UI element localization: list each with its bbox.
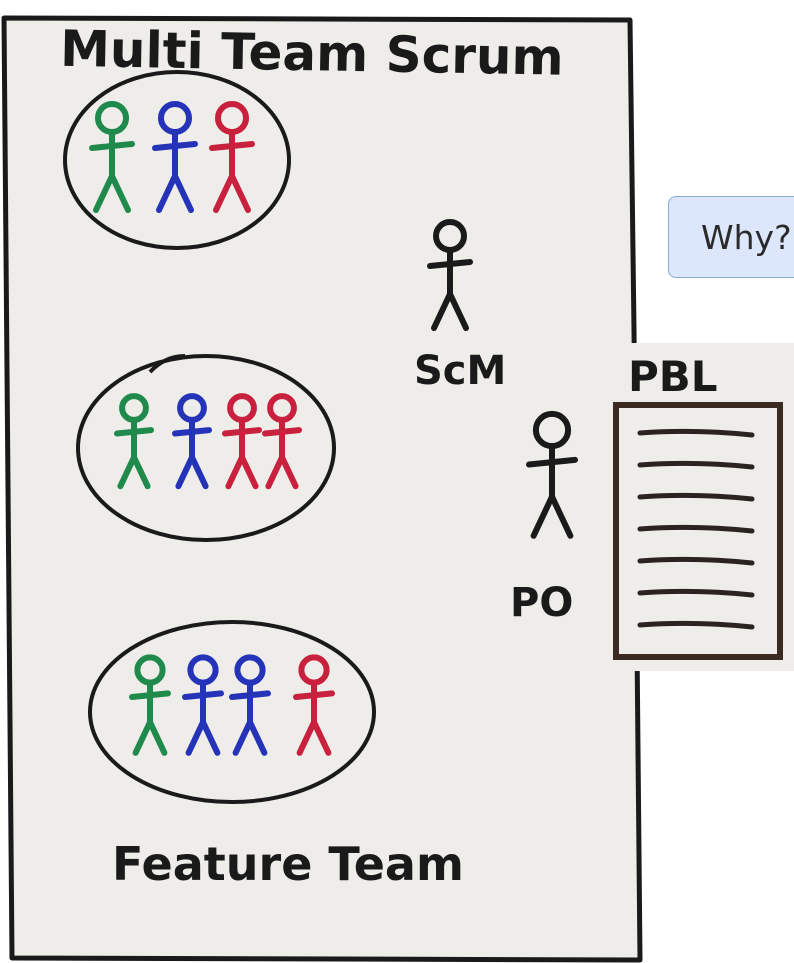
backlog-item-line-2 [637, 460, 755, 470]
team-1 [89, 101, 255, 213]
team-3-member-2 [182, 654, 224, 756]
scrum-master-stick-figure [427, 219, 473, 331]
product-owner-figure [526, 410, 578, 539]
backlog-item-line-6 [637, 588, 755, 598]
team-3-member-4 [293, 654, 335, 756]
backlog-item-line-7 [637, 620, 755, 630]
backlog-item-line-5 [637, 556, 755, 566]
team-boundary-1 [63, 70, 291, 250]
scrum-master-figure [427, 219, 473, 331]
team-3-member-3 [229, 654, 271, 756]
product-backlog-items [637, 428, 755, 630]
backlog-item-line-3 [637, 492, 755, 502]
scrum-master-label: ScM [414, 348, 506, 394]
team-1-member-1 [89, 101, 135, 213]
team-boundary-2 [76, 354, 336, 542]
why-button[interactable]: Why? [668, 196, 794, 278]
team-1-member-2 [152, 101, 198, 213]
product-backlog-panel: PBL [604, 343, 794, 671]
team-2-member-3 [222, 393, 262, 490]
product-backlog-document [613, 402, 783, 660]
team-boundary-2-tail [148, 354, 186, 374]
team-2-member-2 [172, 393, 212, 490]
product-owner-label: PO [510, 580, 573, 626]
team-2-member-1 [114, 393, 154, 490]
team-3 [129, 654, 335, 756]
team-2 [114, 393, 302, 490]
team-3-member-1 [129, 654, 171, 756]
backlog-item-line-4 [637, 524, 755, 534]
team-2-member-4 [262, 393, 302, 490]
product-owner-stick-figure [526, 410, 578, 539]
team-boundary-3 [88, 620, 376, 804]
why-button-label: Why? [701, 217, 792, 257]
backlog-item-line-1 [637, 428, 755, 438]
product-backlog-label: PBL [628, 352, 718, 401]
team-1-member-3 [209, 101, 255, 213]
feature-team-label: Feature Team [112, 837, 464, 891]
